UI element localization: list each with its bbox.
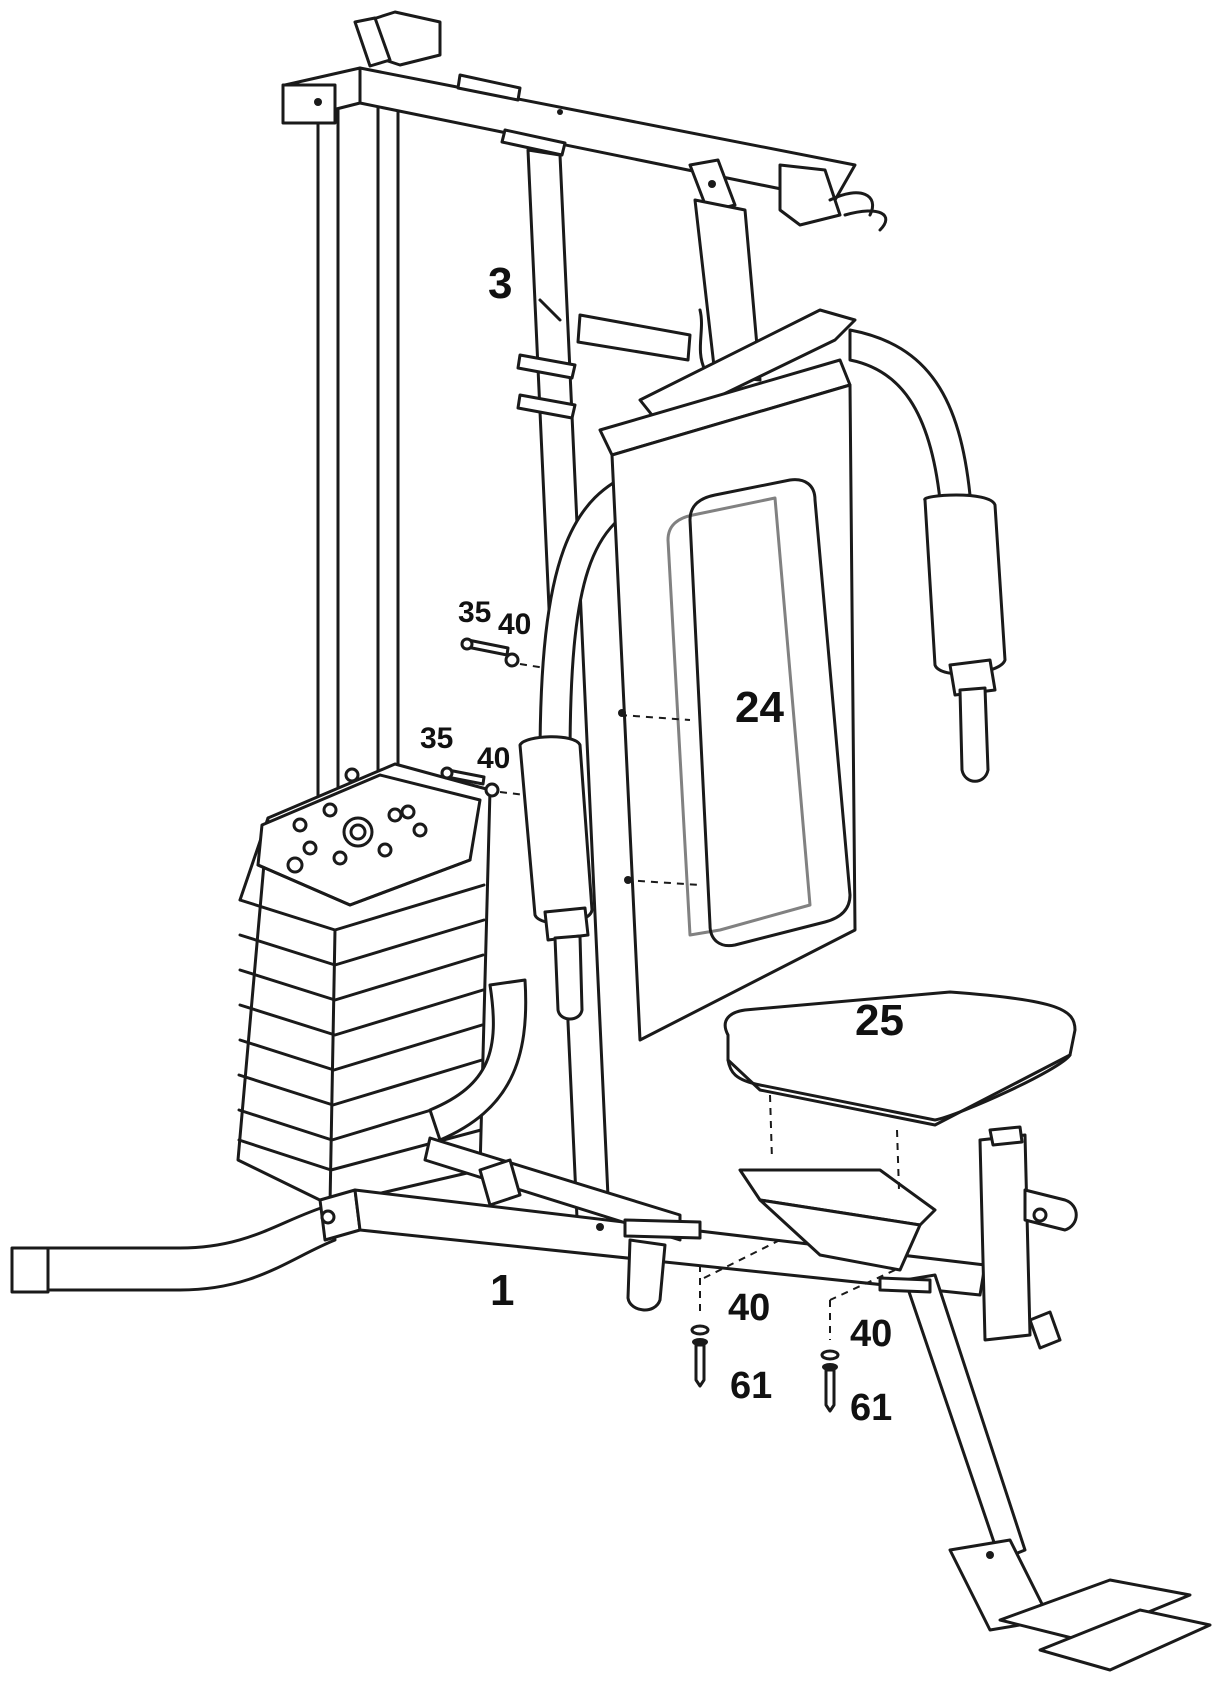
label-seat-bolt-left: 61 <box>730 1365 772 1407</box>
weight-stack <box>236 762 492 1207</box>
label-seat-pad: 25 <box>855 996 904 1045</box>
label-seat-washer-right: 40 <box>850 1313 892 1355</box>
label-lower-bolt: 35 <box>420 722 453 755</box>
seat-25 <box>699 990 1077 1301</box>
weight-plates <box>237 816 486 1207</box>
seat-hardware-right <box>820 1300 840 1413</box>
base-frame-1 <box>10 978 1212 1672</box>
back-pad-24 <box>598 358 857 1042</box>
top-beam <box>281 10 888 232</box>
label-frame-part: 3 <box>488 259 512 308</box>
label-upper-bolt: 35 <box>458 596 491 629</box>
label-lower-washer: 40 <box>477 742 510 775</box>
pec-deck-arms <box>518 308 1007 1021</box>
label-seat-washer-left: 40 <box>728 1287 770 1329</box>
lower-washer-40 <box>484 782 500 798</box>
upper-bolt-35 <box>460 637 510 657</box>
seat-hardware-left <box>690 1265 710 1388</box>
upper-washer-40 <box>504 652 520 668</box>
label-upper-washer: 40 <box>498 608 531 641</box>
label-base-frame: 1 <box>490 1266 514 1315</box>
label-seat-bolt-right: 61 <box>850 1387 892 1429</box>
lower-bolt-35 <box>440 766 486 786</box>
label-back-pad: 24 <box>735 683 784 732</box>
guide-rods <box>316 98 400 802</box>
